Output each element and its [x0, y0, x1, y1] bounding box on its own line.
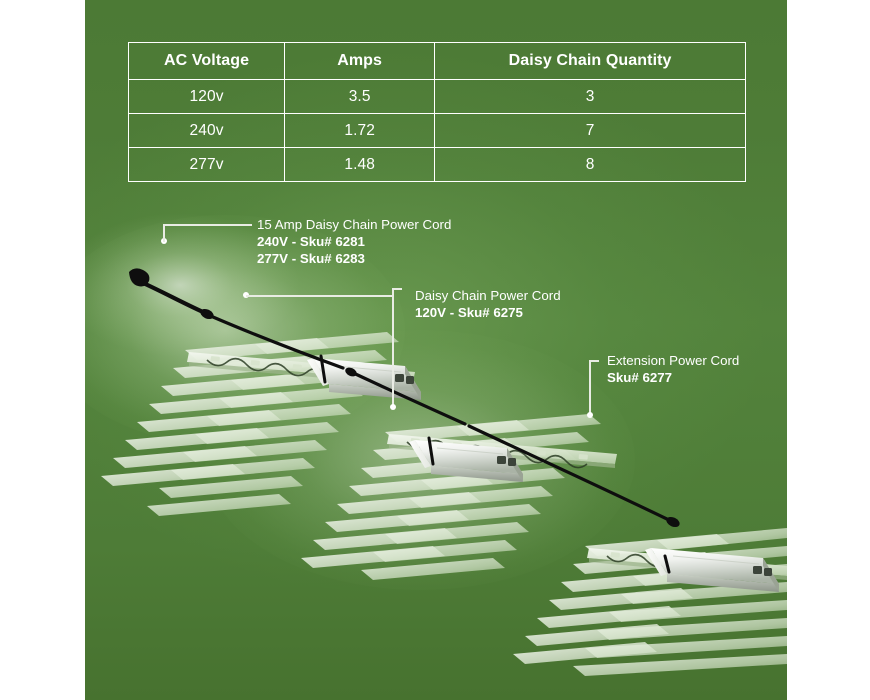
callout-1-line-1: 15 Amp Daisy Chain Power Cord: [257, 217, 452, 232]
green-panel: AC Voltage Amps Daisy Chain Quantity 120…: [85, 0, 787, 700]
callout-3-leader-tick: [589, 360, 599, 362]
fixture-2-driver: [409, 440, 523, 482]
plug-glow: [85, 213, 300, 357]
table-row: 120v 3.5 3: [127, 79, 746, 114]
cell-amps: 1.48: [284, 147, 436, 182]
cell-quantity: 8: [434, 147, 746, 182]
fixture-3: [513, 528, 787, 676]
table-row: 277v 1.48 8: [127, 147, 746, 182]
callout-2-leader-vertical: [392, 288, 394, 408]
cell-quantity: 3: [434, 79, 746, 114]
callout-2-line-2: 120V - Sku# 6275: [415, 305, 523, 320]
cell-quantity: 7: [434, 113, 746, 148]
callout-15amp-daisy-chain: 15 Amp Daisy Chain Power Cord 240V - Sku…: [257, 216, 451, 267]
callout-3-line-2: Sku# 6277: [607, 370, 673, 385]
callout-1-line-2: 240V - Sku# 6281: [257, 234, 365, 249]
header-amps: Amps: [284, 42, 436, 80]
table-header-row: AC Voltage Amps Daisy Chain Quantity: [127, 42, 746, 80]
table-row: 240v 1.72 7: [127, 113, 746, 148]
callout-daisy-chain-120v: Daisy Chain Power Cord 120V - Sku# 6275: [415, 287, 561, 321]
header-ac-voltage: AC Voltage: [127, 42, 286, 80]
callout-1-leader-vertical: [163, 224, 165, 242]
cell-amps: 1.72: [284, 113, 436, 148]
callout-3-dot: [587, 412, 593, 418]
fixture-1: [101, 332, 421, 516]
cell-voltage: 277v: [127, 147, 286, 182]
callout-2-line-1: Daisy Chain Power Cord: [415, 288, 561, 303]
callout-1-leader-horizontal: [163, 224, 252, 226]
callout-2-dot-bottom: [390, 404, 396, 410]
cell-voltage: 120v: [127, 79, 286, 114]
callout-1-line-3: 277V - Sku# 6283: [257, 251, 365, 266]
callout-3-leader-vertical: [589, 360, 591, 416]
callout-3-line-1: Extension Power Cord: [607, 353, 740, 368]
header-daisy-chain-quantity: Daisy Chain Quantity: [434, 42, 746, 80]
fixture-2: [301, 414, 617, 580]
callout-2-leader-horizontal: [246, 295, 393, 297]
spec-table: AC Voltage Amps Daisy Chain Quantity 120…: [127, 42, 746, 182]
callout-2-leader-tick: [392, 288, 402, 290]
fixture-3-driver: [645, 548, 779, 592]
cell-amps: 3.5: [284, 79, 436, 114]
callout-extension-power-cord: Extension Power Cord Sku# 6277: [607, 352, 739, 386]
cell-voltage: 240v: [127, 113, 286, 148]
illustration-svg: [85, 213, 787, 676]
power-cords: [129, 268, 680, 574]
